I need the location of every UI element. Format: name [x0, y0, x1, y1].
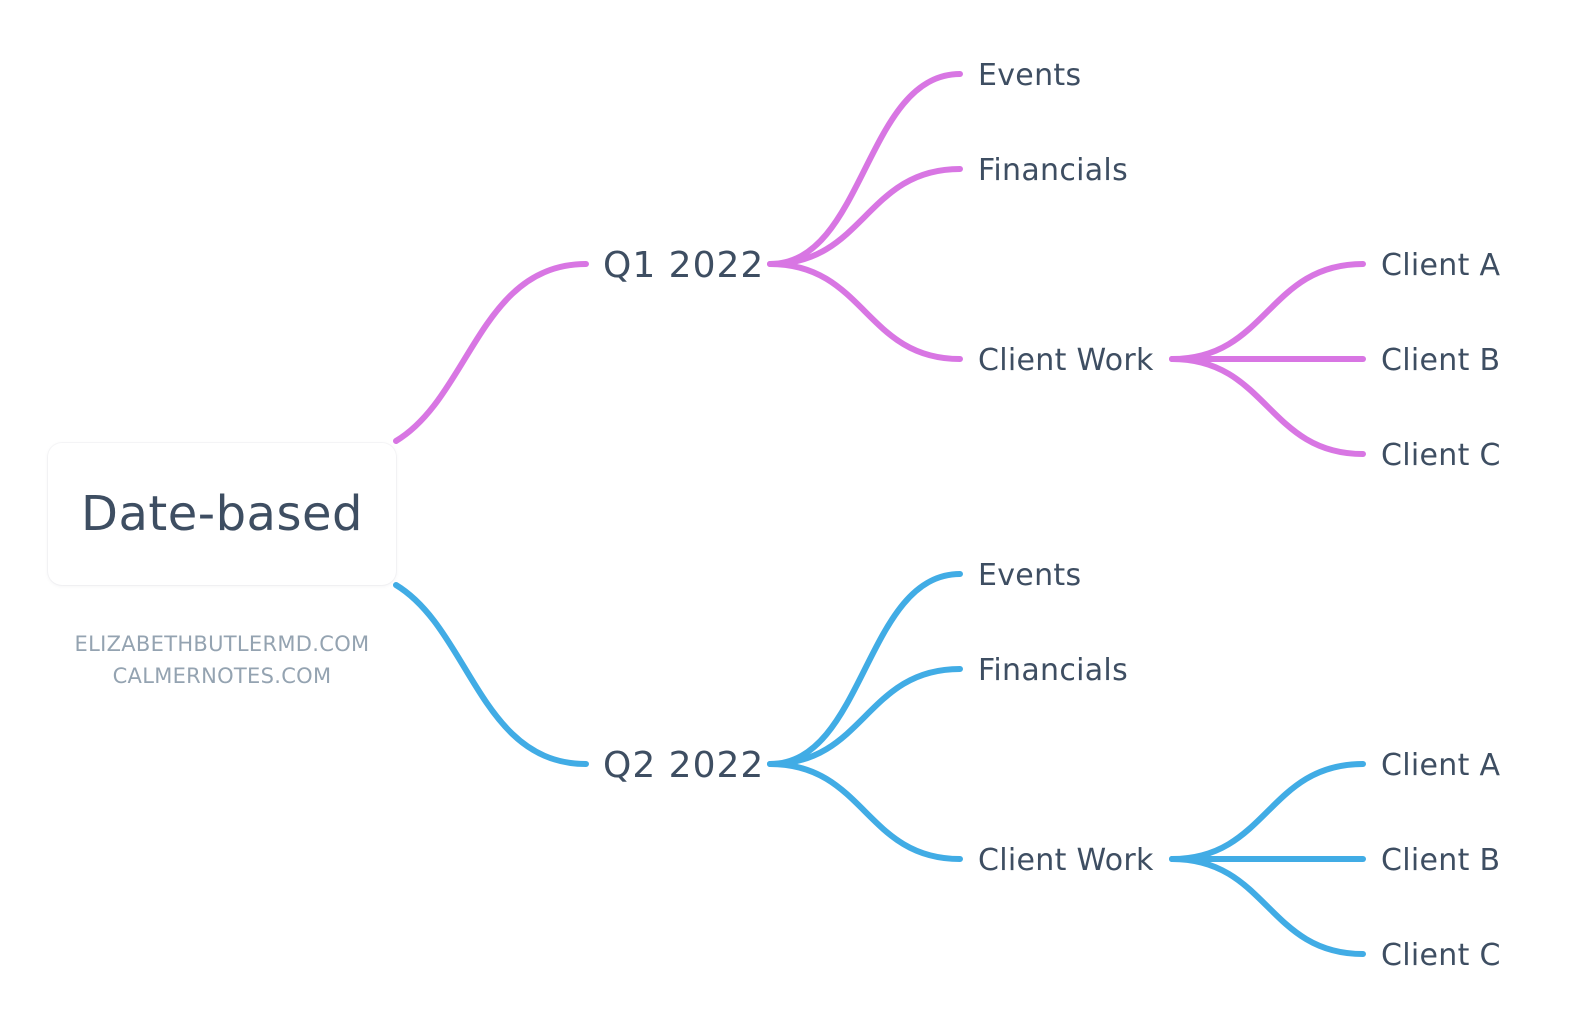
- q2-child-client-work[interactable]: Client Work: [978, 843, 1154, 878]
- q1-child-connector-3: [767, 261, 963, 362]
- q2-client-b[interactable]: Client B: [1381, 843, 1501, 878]
- q2-leaf-connector-1: [1169, 761, 1366, 862]
- q1-child-connector-2: [767, 166, 963, 267]
- q2-client-c[interactable]: Client C: [1381, 938, 1501, 973]
- q1-child-events[interactable]: Events: [978, 58, 1082, 93]
- q1-leaf-connector-3: [1169, 356, 1366, 457]
- q1-child-connector-1: [767, 71, 963, 267]
- q2-client-a[interactable]: Client A: [1381, 748, 1501, 783]
- q1-child-financials[interactable]: Financials: [978, 153, 1128, 188]
- watermark-line-1: ELIZABETHBUTLERMD.COM: [74, 632, 370, 656]
- branch-node-q1[interactable]: Q1 2022: [603, 245, 765, 286]
- q2-child-connector-3: [767, 761, 963, 862]
- q2-leaf-connector-3: [1169, 856, 1366, 957]
- q1-root-connector: [393, 261, 589, 444]
- q1-leaf-connector-1: [1169, 261, 1366, 362]
- q2-root-connector: [393, 582, 589, 767]
- root-node[interactable]: Date-based: [48, 443, 396, 585]
- branch-node-q2[interactable]: Q2 2022: [603, 745, 765, 786]
- root-node-label: Date-based: [81, 486, 363, 542]
- q1-client-b[interactable]: Client B: [1381, 343, 1501, 378]
- q2-child-connector-1: [767, 571, 963, 767]
- q1-child-client-work[interactable]: Client Work: [978, 343, 1154, 378]
- q2-child-events[interactable]: Events: [978, 558, 1082, 593]
- q2-child-connector-2: [767, 666, 963, 767]
- q2-child-financials[interactable]: Financials: [978, 653, 1128, 688]
- watermark-line-2: CALMERNOTES.COM: [112, 664, 332, 688]
- q1-client-c[interactable]: Client C: [1381, 438, 1501, 473]
- q1-client-a[interactable]: Client A: [1381, 248, 1501, 283]
